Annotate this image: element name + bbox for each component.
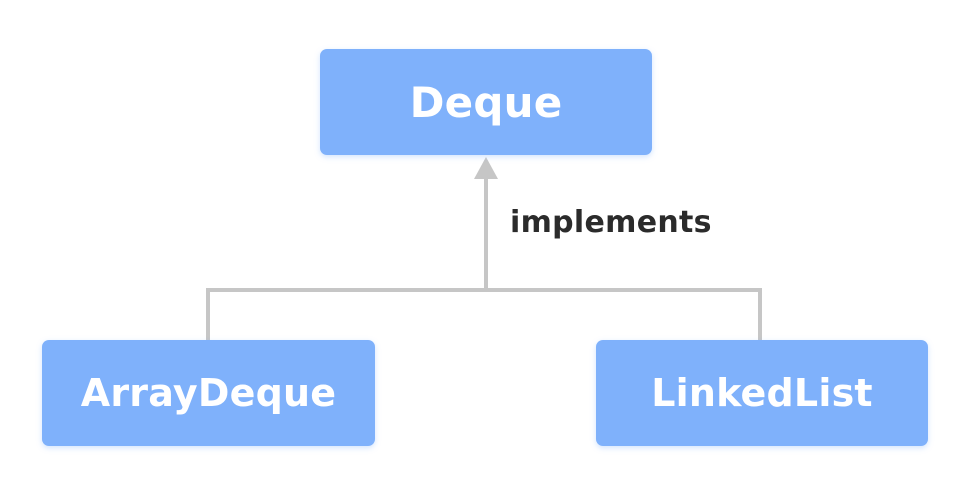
arrowhead-icon	[474, 157, 498, 179]
linkedlist-node-label: LinkedList	[651, 371, 873, 415]
deque-node-label: Deque	[409, 77, 563, 127]
linkedlist-node: LinkedList	[596, 340, 928, 446]
deque-node: Deque	[320, 49, 652, 155]
implements-label: implements	[510, 205, 712, 240]
arraydeque-node: ArrayDeque	[42, 340, 375, 446]
arraydeque-node-label: ArrayDeque	[80, 371, 337, 415]
